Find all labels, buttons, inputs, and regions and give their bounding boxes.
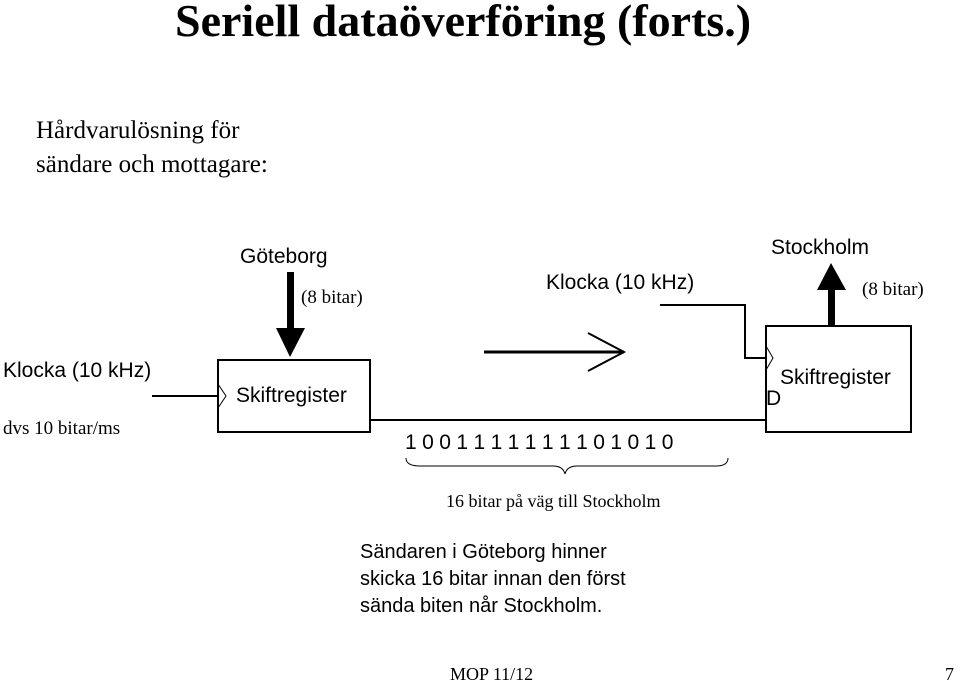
receiver-register-box [765, 325, 912, 433]
clock-top-label: Klocka (10 kHz) [546, 271, 695, 294]
direction-arrow-head [587, 332, 627, 372]
sender-register-label: Skiftregister [236, 384, 347, 407]
clock-rate-label: dvs 10 bitar/ms [3, 418, 121, 439]
sender-city-label: Göteborg [240, 245, 328, 268]
receiver-clock-marker [765, 345, 774, 371]
receiver-output-arrow-head [817, 263, 846, 290]
sender-clock-marker [217, 383, 227, 409]
bitstream-brace [405, 457, 729, 475]
intro-line-2: sändare och mottagare: [36, 151, 268, 178]
receiver-bits-label: (8 bitar) [862, 279, 924, 300]
sender-input-arrow-head [276, 328, 305, 357]
receiver-city-label: Stockholm [771, 236, 870, 259]
explanation-line-1: Sändaren i Göteborg hinner [360, 541, 607, 563]
clock-line [660, 304, 766, 359]
bitstream-label: 1 0 0 1 1 1 1 1 1 1 1 0 1 0 1 0 [405, 431, 674, 454]
clock-left-label: Klocka (10 kHz) [3, 359, 152, 382]
explanation-line-2: skicka 16 bitar innan den först [360, 568, 626, 590]
receiver-output-arrow-shaft [828, 288, 835, 326]
sender-bits-label: (8 bitar) [301, 287, 363, 308]
page-title: Seriell dataöverföring (forts.) [175, 0, 752, 46]
footer-course: MOP 11/12 [450, 664, 534, 684]
sender-input-arrow-shaft [287, 272, 294, 330]
receiver-d-label: D [766, 387, 782, 410]
intro-line-1: Hårdvarulösning för [36, 117, 240, 144]
receiver-register-label: Skiftregister [780, 366, 891, 389]
explanation-line-3: sända biten når Stockholm. [360, 595, 603, 617]
bits-in-transit-note: 16 bitar på väg till Stockholm [446, 491, 661, 511]
footer-page-number: 7 [945, 664, 954, 684]
